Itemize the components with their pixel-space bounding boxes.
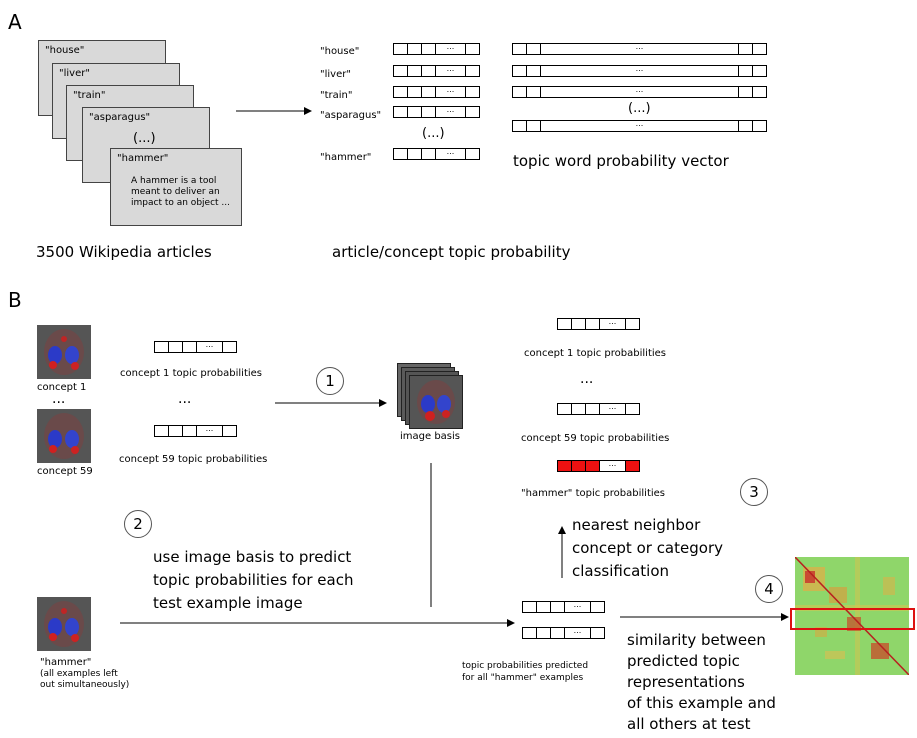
step-3-circle: 3 [740,478,768,506]
concept-topic-bar: ... [393,106,480,118]
topic-vector-ellipsis: (...) [628,101,651,116]
concept-label: "asparagus" [320,110,382,121]
article-text-line: A hammer is a tool [131,176,217,186]
concept-1-label: concept 1 [37,382,87,393]
article-title: "asparagus" [89,112,151,123]
concept-1-topics-label: concept 1 topic probabilities [120,368,263,379]
concept-topic-bar: ... [393,86,480,98]
right-dots: ... [580,371,594,387]
article-text-line: meant to deliver an [131,187,220,197]
article-text-line: impact to an object ... [131,198,230,208]
step-2-circle: 2 [124,510,152,538]
concept-topic-bar: ... [393,43,480,55]
article-title: "house" [45,45,85,56]
topic-word-bar: ... [512,120,767,132]
concept-label: "house" [320,46,360,57]
step-3-text-line: nearest neighbor [572,516,701,534]
step-2-text-line: topic probabilities for each [153,571,354,589]
topic-word-bar: ... [512,43,767,55]
article-title: "hammer" [117,153,169,164]
right-concept-1-topics-label: concept 1 topic probabilities [524,348,667,359]
highlight-box [790,608,915,630]
panel-a-label: A [8,10,22,34]
concept-vdots: ... [52,391,66,407]
concept-ellipsis: (...) [422,126,445,141]
predicted-topic-bar: ... [522,601,605,613]
hammer-label: "hammer" [40,657,92,668]
concept-59-topic-bar: ... [154,425,237,437]
concept-1-topic-bar: ... [154,341,237,353]
predicted-caption-line: topic probabilities predicted [462,661,589,671]
predicted-topic-bar: ... [522,627,605,639]
step-3-text-line: classification [572,562,670,580]
article-card-hammer: "hammer" A hammer is a tool meant to del… [110,148,242,226]
article-title: "train" [73,90,106,101]
predicted-caption-line: for all "hammer" examples [462,673,584,683]
concept-label: "hammer" [320,152,372,163]
step-2-text-line: test example image [153,594,303,612]
article-ellipsis: (...) [133,131,156,146]
step-4-text-line: similarity between [627,631,766,649]
image-basis-label: image basis [400,431,460,442]
step-4-text-line: all others at test [627,715,751,733]
step-3-text-line: concept or category [572,539,723,557]
topic-word-bar: ... [512,86,767,98]
topic-word-bar: ... [512,65,767,77]
step-2-text-line: use image basis to predict [153,548,352,566]
caption-articles: 3500 Wikipedia articles [36,243,212,261]
article-title: "liver" [59,68,90,79]
right-concept-59-topics-label: concept 59 topic probabilities [521,433,670,444]
concept-59-label: concept 59 [37,466,93,477]
concept-topic-bar: ... [393,148,480,160]
concept-59-topics-label: concept 59 topic probabilities [119,454,268,465]
panel-b-label: B [8,288,22,312]
step-4-text-line: representations [627,673,745,691]
hammer-sub-line: (all examples left [40,669,118,679]
image-basis-front [409,375,463,429]
concept-label: "train" [320,90,353,101]
caption-topic-word: topic word probability vector [513,152,729,170]
hammer-topic-bar: ... [557,460,640,472]
brain-image-hammer [37,597,91,651]
hammer-sub-line: out simultaneously) [40,680,130,690]
step-4-text-line: predicted topic [627,652,740,670]
step-4-circle: 4 [755,575,783,603]
right-concept-59-topic-bar: ... [557,403,640,415]
concept-label: "liver" [320,69,351,80]
concept-topic-bar: ... [393,65,480,77]
step-4-text-line: of this example and [627,694,776,712]
brain-image-concept-59 [37,409,91,463]
hammer-topics-label: "hammer" topic probabilities [521,488,666,499]
step-1-circle: 1 [316,367,344,395]
caption-concept-topic: article/concept topic probability [332,243,571,261]
right-concept-1-topic-bar: ... [557,318,640,330]
middle-dots: ... [178,391,192,407]
brain-image-concept-1 [37,325,91,379]
